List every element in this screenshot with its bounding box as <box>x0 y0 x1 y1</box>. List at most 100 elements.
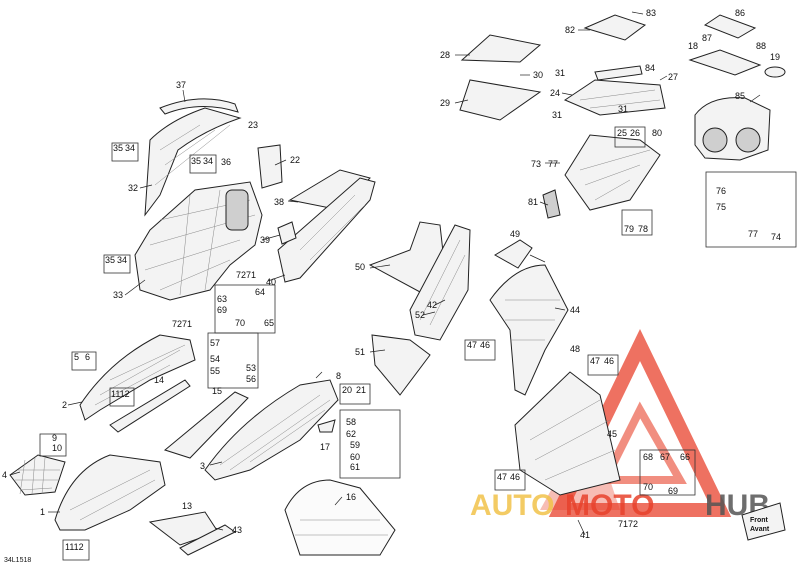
callout-33: 33 <box>113 290 123 300</box>
callout-1112-a: 1112 <box>111 389 130 399</box>
part-38-panel <box>288 169 371 211</box>
part-44-side-panel <box>489 264 569 396</box>
callout-9: 9 <box>52 433 57 443</box>
callout-39: 39 <box>260 235 270 245</box>
callout-49: 49 <box>510 229 520 239</box>
callout-57: 57 <box>210 338 220 348</box>
part-84-strip <box>594 65 643 81</box>
callout-19: 19 <box>770 52 780 62</box>
callout-51: 51 <box>355 347 365 357</box>
callout-29: 29 <box>440 98 450 108</box>
part-49-light <box>494 239 533 269</box>
leader-lines <box>9 11 761 536</box>
callout-14: 14 <box>154 375 164 385</box>
callout-47-b: 47 <box>590 356 600 366</box>
callout-77-x: 77 <box>548 159 558 169</box>
front-badge-avant: Avant <box>750 526 770 533</box>
part-82-cover <box>583 14 647 41</box>
part-16-windshield <box>284 479 396 556</box>
callout-32: 32 <box>128 183 138 193</box>
part-3-side-fairing <box>204 379 339 481</box>
part-24-headlight <box>563 79 666 116</box>
callout-26: 26 <box>630 128 640 138</box>
callout-45: 45 <box>607 429 617 439</box>
callout-65: 65 <box>264 318 274 328</box>
callout-54: 54 <box>210 354 220 364</box>
callout-46-b: 46 <box>604 356 614 366</box>
part-2-side-fairing <box>79 334 196 421</box>
callout-24: 24 <box>550 88 560 98</box>
hardware-box-5-6 <box>71 351 97 371</box>
callout-84: 84 <box>645 63 655 73</box>
callout-17: 17 <box>320 442 330 452</box>
callout-52: 52 <box>415 310 425 320</box>
hardware-box-47-46-a <box>464 339 496 361</box>
callout-70-b: 70 <box>643 482 653 492</box>
hardware-box-20-21 <box>339 383 371 405</box>
callout-22: 22 <box>290 155 300 165</box>
callout-81: 81 <box>528 197 538 207</box>
callout-8: 8 <box>336 371 341 381</box>
callout-86: 86 <box>735 8 745 18</box>
callout-58: 58 <box>346 417 356 427</box>
hardware-box-47-46-c <box>494 469 526 491</box>
callout-15: 15 <box>212 386 222 396</box>
hardware-box-11-12-a <box>109 387 135 407</box>
callout-88: 88 <box>756 41 766 51</box>
callout-21: 21 <box>356 385 366 395</box>
part-81-bracket <box>542 189 561 219</box>
watermark-inner-triangle <box>598 401 687 484</box>
callout-74: 74 <box>771 232 781 242</box>
callout-82: 82 <box>565 25 575 35</box>
callout-61: 61 <box>350 462 360 472</box>
part-17-cap <box>317 419 336 433</box>
part-33-fairing-inner <box>134 181 263 301</box>
callout-23: 23 <box>248 120 258 130</box>
hardware-box-74-77 <box>705 171 797 248</box>
callout-85: 85 <box>735 91 745 101</box>
watermark-auto: AUTO <box>470 489 554 522</box>
callout-83: 83 <box>646 8 656 18</box>
hardware-box-9-10 <box>39 433 67 457</box>
part-32-side-strip <box>144 107 242 217</box>
callout-75: 75 <box>716 202 726 212</box>
part-29-visor <box>459 79 542 121</box>
callout-69-a: 69 <box>217 305 227 315</box>
callout-37: 37 <box>176 80 186 90</box>
callout-64: 64 <box>255 287 265 297</box>
callout-31-c: 31 <box>618 104 628 114</box>
callout-25: 25 <box>617 128 627 138</box>
part-1-front-cover <box>54 454 166 531</box>
hardware-box-66-70 <box>639 449 696 496</box>
part-18-bar <box>688 49 762 76</box>
callout-87: 87 <box>702 33 712 43</box>
callout-20: 20 <box>342 385 352 395</box>
callout-31-b: 31 <box>552 110 562 120</box>
part-52-panel <box>409 224 471 341</box>
callout-60: 60 <box>350 452 360 462</box>
callout-73: 73 <box>531 159 541 169</box>
callout-3: 3 <box>200 461 205 471</box>
callout-1: 1 <box>40 507 45 517</box>
callout-35-a: 35 <box>113 143 123 153</box>
callout-27: 27 <box>668 72 678 82</box>
part-40-deflector <box>277 177 376 283</box>
front-badge-front: Front <box>750 517 769 524</box>
callout-67: 67 <box>660 452 670 462</box>
callout-34-a: 34 <box>125 143 135 153</box>
watermark-moto: MOTO <box>565 489 654 522</box>
part-14-strip <box>109 379 191 433</box>
hardware-box-47-46-b <box>587 354 619 376</box>
part-22-bracket <box>257 144 283 189</box>
callout-77: 77 <box>748 229 758 239</box>
part-73-upper-fairing <box>564 134 661 211</box>
callout-4: 4 <box>2 470 7 480</box>
callout-42: 42 <box>427 300 437 310</box>
part-85-headlamp-unit <box>694 97 771 161</box>
callout-78: 78 <box>638 224 648 234</box>
callout-10: 10 <box>52 443 62 453</box>
callout-30: 30 <box>533 70 543 80</box>
hardware-box-35-34-c <box>103 254 131 274</box>
part-43-strip <box>179 524 236 556</box>
